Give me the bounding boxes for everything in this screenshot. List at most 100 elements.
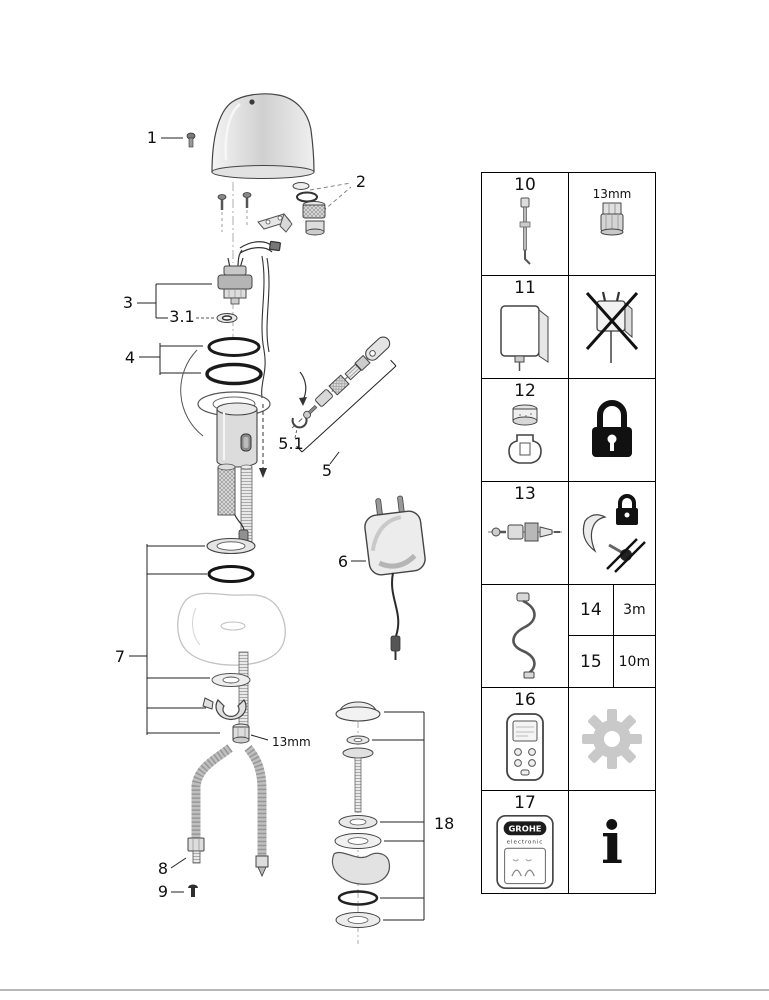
part-number: 12	[514, 381, 536, 401]
callout-label-5-1: 5.1	[278, 434, 303, 453]
part-17-info-cell: i	[568, 790, 656, 894]
variant-table: 14 3m 15 10m	[569, 585, 655, 687]
sink-silhouette	[177, 592, 286, 666]
callout-5: 5	[296, 359, 397, 480]
footer-divider	[0, 989, 769, 991]
callout-1: 1	[147, 128, 196, 148]
faucet-spout	[211, 93, 315, 179]
info-icon: i	[601, 809, 623, 877]
o-ring-lower	[205, 362, 263, 386]
parts-row-11: 11	[481, 275, 656, 379]
screw-part-1-icon	[186, 132, 196, 148]
variant-number: 15	[570, 636, 614, 687]
callout-label-4: 4	[125, 348, 135, 367]
supply-hoses	[187, 744, 269, 878]
drain-body	[331, 852, 391, 885]
parts-row-17: 17 GROHE electronic i	[481, 790, 656, 894]
callout-label-18: 18	[434, 814, 454, 833]
lever-icon	[365, 336, 391, 361]
screw-part-9-icon	[188, 884, 198, 897]
service-tool-icon	[519, 197, 531, 265]
brand-sub-text: electronic	[507, 839, 544, 845]
lock-screw-kit-icon	[582, 494, 646, 573]
part-number: 11	[514, 278, 536, 298]
callout-6-power-supply: 6	[338, 495, 426, 660]
spare-parts-table: 10 13mm	[481, 172, 656, 894]
mounting-nut-icon	[232, 723, 250, 744]
small-screw-icon	[303, 405, 318, 419]
parts-row-16: 16	[481, 687, 656, 791]
part-11-no-transformer-cell	[568, 275, 656, 379]
part-11-cell: 11	[481, 275, 569, 379]
part-10-tool-cell: 13mm	[568, 172, 656, 276]
part-number: 13	[514, 484, 536, 504]
callout-9: 9	[158, 882, 198, 901]
rotate-arrow	[299, 371, 307, 406]
gear-icon	[582, 709, 642, 769]
brand-logo-text: GROHE	[508, 823, 541, 833]
side-fitting-assembly	[291, 336, 391, 429]
part-14-15-variants-cell: 14 3m 15 10m	[568, 584, 656, 688]
part-12-cell: 12	[481, 378, 569, 482]
part-number: 10	[514, 175, 536, 195]
power-adapter-icon	[364, 495, 426, 576]
callout-8: 8	[158, 857, 187, 878]
callout-label-7: 7	[115, 647, 125, 666]
part-16-cell: 16	[481, 687, 569, 791]
parts-row-10: 10 13mm	[481, 172, 656, 276]
control-box-icon	[500, 304, 549, 371]
callout-3: 3	[123, 283, 212, 319]
callout-label-3-1: 3.1	[169, 307, 194, 326]
callout-label-1: 1	[147, 128, 157, 147]
aerator-parts-icon	[292, 182, 326, 236]
horseshoe-washer-icon	[202, 697, 247, 721]
guide-arc	[180, 349, 204, 437]
part-13-cell: 13	[481, 481, 569, 585]
parts-row-13: 13	[481, 481, 656, 585]
sensor-dot	[249, 99, 255, 105]
o-ring-upper	[207, 337, 261, 357]
no-transformer-icon	[585, 291, 639, 363]
washer-3-1-icon	[216, 313, 238, 323]
nut-size-label: 13mm	[592, 187, 632, 201]
callout-label-6: 6	[338, 552, 348, 571]
grohe-manual-icon: GROHE electronic	[496, 814, 554, 889]
variant-length: 3m	[613, 586, 655, 636]
solenoid-valve	[217, 257, 253, 305]
part-13-lock-kit-cell	[568, 481, 656, 585]
mounting-set: 13mm	[177, 537, 311, 749]
part-14-15-cell	[481, 584, 569, 688]
variant-length: 10m	[618, 653, 651, 670]
assembly-arrow	[259, 404, 267, 478]
nut-13mm-icon	[600, 202, 624, 236]
callout-3-1: 3.1	[169, 307, 238, 326]
part-number: 16	[514, 690, 536, 710]
callout-4-orings: 4	[125, 337, 263, 386]
sensor-cables	[261, 255, 270, 399]
faucet-body-cylinder	[216, 402, 258, 468]
part-12-padlock-cell	[568, 378, 656, 482]
padlock-icon	[592, 400, 632, 457]
fixing-bracket	[257, 212, 293, 233]
callout-5-1: 5.1	[278, 428, 304, 453]
callout-label-3: 3	[123, 293, 133, 312]
extension-cable-icon	[512, 592, 536, 679]
mounting-screws	[217, 192, 252, 232]
callout-7: 7	[115, 544, 220, 735]
part-number: 17	[514, 793, 536, 813]
parts-row-12: 12	[481, 378, 656, 482]
part-16-gear-cell	[568, 687, 656, 791]
callout-label-5: 5	[322, 461, 332, 480]
nut-size-callout: 13mm	[272, 735, 311, 749]
remote-control-icon	[506, 712, 544, 781]
parts-row-14-15: 14 3m 15 10m	[481, 584, 656, 688]
cable-connector-icon	[488, 522, 562, 542]
callout-label-8: 8	[158, 859, 168, 878]
mousseur-kit-icon	[508, 404, 542, 464]
exploded-diagram: 1 2	[115, 93, 454, 944]
hose-nut-icon	[187, 837, 205, 852]
threaded-shanks	[217, 463, 253, 553]
variant-number: 14	[569, 585, 614, 636]
callout-label-9: 9	[158, 882, 168, 901]
